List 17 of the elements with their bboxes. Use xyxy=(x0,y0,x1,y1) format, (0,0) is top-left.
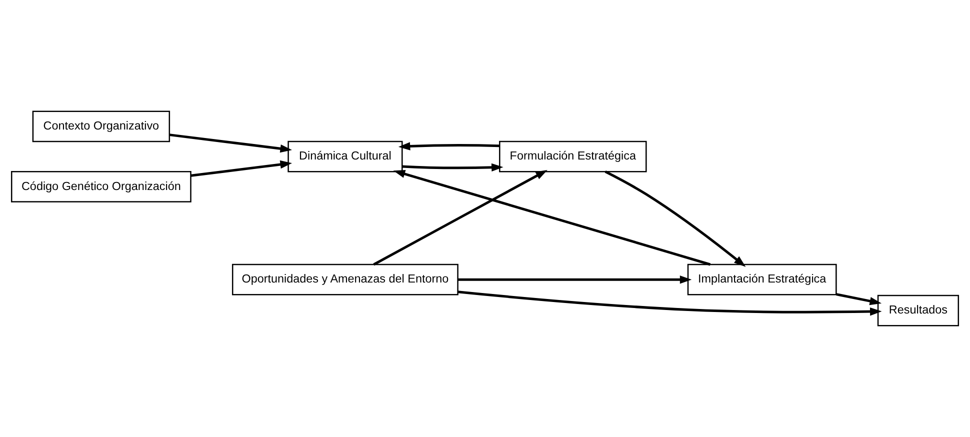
node-box: Formulación Estratégica xyxy=(499,140,647,172)
arrow xyxy=(190,160,292,177)
node-box: Implantación Estratégica xyxy=(687,264,837,296)
arrow xyxy=(169,134,292,153)
arrow xyxy=(458,290,882,316)
arrow xyxy=(402,163,504,172)
arrow xyxy=(373,170,548,266)
node-box: Contexto Organizativo xyxy=(32,110,170,142)
arrow xyxy=(398,142,500,150)
arrow xyxy=(604,170,746,267)
node-box: Dinámica Cultural xyxy=(288,140,403,172)
node-box: Oportunidades y Amenazas del Entorno xyxy=(232,264,458,296)
node-box: Código Genético Organización xyxy=(10,171,192,202)
arrow xyxy=(393,170,711,266)
arrow xyxy=(458,276,692,284)
node-box: Resultados xyxy=(877,294,960,326)
arrow xyxy=(836,293,882,306)
